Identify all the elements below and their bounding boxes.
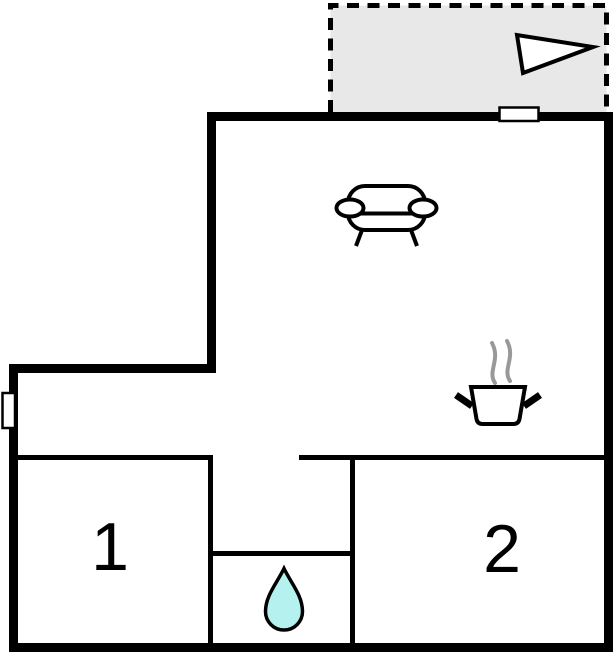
sofa-arm-right — [407, 197, 439, 219]
sofa-leg-left — [354, 229, 364, 247]
pot-body — [468, 385, 528, 426]
terrace-area — [328, 3, 609, 112]
sofa-leg-right — [409, 229, 419, 247]
room-1-label: 1 — [91, 509, 129, 585]
water-drop-icon — [263, 564, 305, 632]
window-left-wall — [1, 391, 17, 430]
steam-line-left — [490, 341, 498, 385]
pot-handle-right — [522, 392, 542, 409]
room-2-label: 2 — [483, 511, 521, 587]
window-top-wall — [498, 106, 540, 123]
pot-handle-left — [454, 392, 474, 409]
cooking-pot-icon — [454, 339, 542, 426]
sofa-icon — [334, 184, 439, 247]
steam-line-right — [505, 339, 513, 383]
direction-arrow-icon — [514, 32, 601, 76]
sofa-arm-left — [334, 197, 366, 219]
